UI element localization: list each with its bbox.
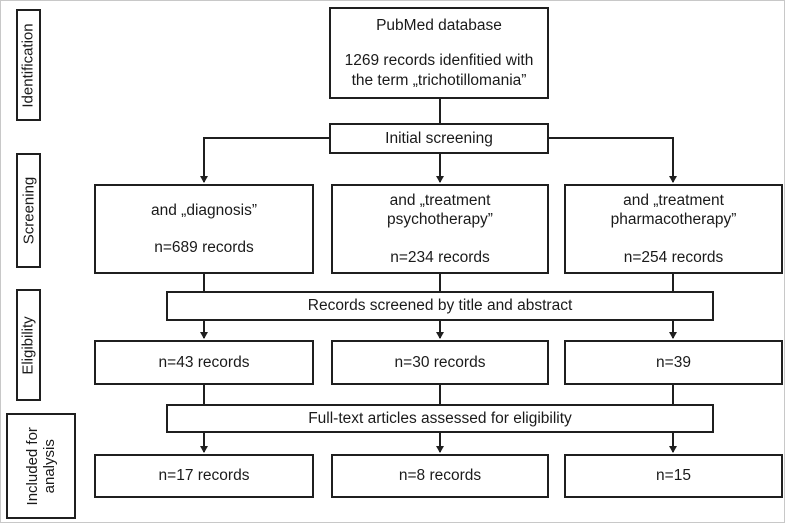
node-included-count-psychotherapy: n=8 records xyxy=(331,454,549,498)
node-records-screened-title-abstract: Records screened by title and abstract xyxy=(166,291,714,321)
node-term-treatment-psychotherapy: and „treatment psychotherapy” n=234 reco… xyxy=(331,184,549,274)
stage-label-text: Included for analysis xyxy=(23,426,58,506)
node-included-count-diagnosis: n=17 records xyxy=(94,454,314,498)
node-term-treatment-pharmacotherapy: and „treatment pharmacotherapy” n=254 re… xyxy=(564,184,783,274)
record-count: n=15 xyxy=(656,467,691,485)
stage-label-screening: Screening xyxy=(16,153,41,268)
node-screened-count-psychotherapy: n=30 records xyxy=(331,340,549,385)
search-term: and „diagnosis” xyxy=(151,201,257,219)
record-count: n=17 records xyxy=(158,467,250,485)
stage-label-identification: Identification xyxy=(16,9,41,121)
record-count: n=254 records xyxy=(623,248,724,266)
screening-step-label: Records screened by title and abstract xyxy=(307,297,573,315)
record-count: n=689 records xyxy=(154,239,254,256)
node-included-count-pharmacotherapy: n=15 xyxy=(564,454,783,498)
node-term-diagnosis: and „diagnosis” n=689 records xyxy=(94,184,314,274)
connector-initial-to-diagnosis xyxy=(200,137,330,183)
record-count: n=30 records xyxy=(394,353,486,371)
stage-label-text: Eligibility xyxy=(20,315,38,375)
screening-step-label: Full-text articles assessed for eligibil… xyxy=(308,409,572,427)
record-count: n=234 records xyxy=(390,248,490,266)
node-pubmed-database: PubMed database 1269 records idenfitied … xyxy=(329,7,549,99)
record-count: n=43 records xyxy=(158,353,250,371)
record-count: n=8 records xyxy=(398,467,482,485)
source-description: 1269 records idenfitied with the term „t… xyxy=(344,52,534,89)
stage-label-eligibility: Eligibility xyxy=(16,289,41,401)
node-initial-screening: Initial screening xyxy=(329,123,549,154)
record-count: n=39 xyxy=(656,353,691,371)
stage-label-included-for-analysis: Included for analysis xyxy=(6,413,76,519)
stage-label-text: Identification xyxy=(20,22,38,108)
node-screened-count-pharmacotherapy: n=39 xyxy=(564,340,783,385)
search-term: and „treatment pharmacotherapy” xyxy=(610,191,737,229)
stage-label-text: Screening xyxy=(20,176,38,245)
source-title: PubMed database xyxy=(376,16,502,34)
search-term: and „treatment psychotherapy” xyxy=(387,191,493,229)
node-fulltext-assessed: Full-text articles assessed for eligibil… xyxy=(166,404,714,433)
connector-initial-to-pharmacotherapy xyxy=(548,137,677,183)
initial-screening-label: Initial screening xyxy=(385,129,493,147)
node-screened-count-diagnosis: n=43 records xyxy=(94,340,314,385)
